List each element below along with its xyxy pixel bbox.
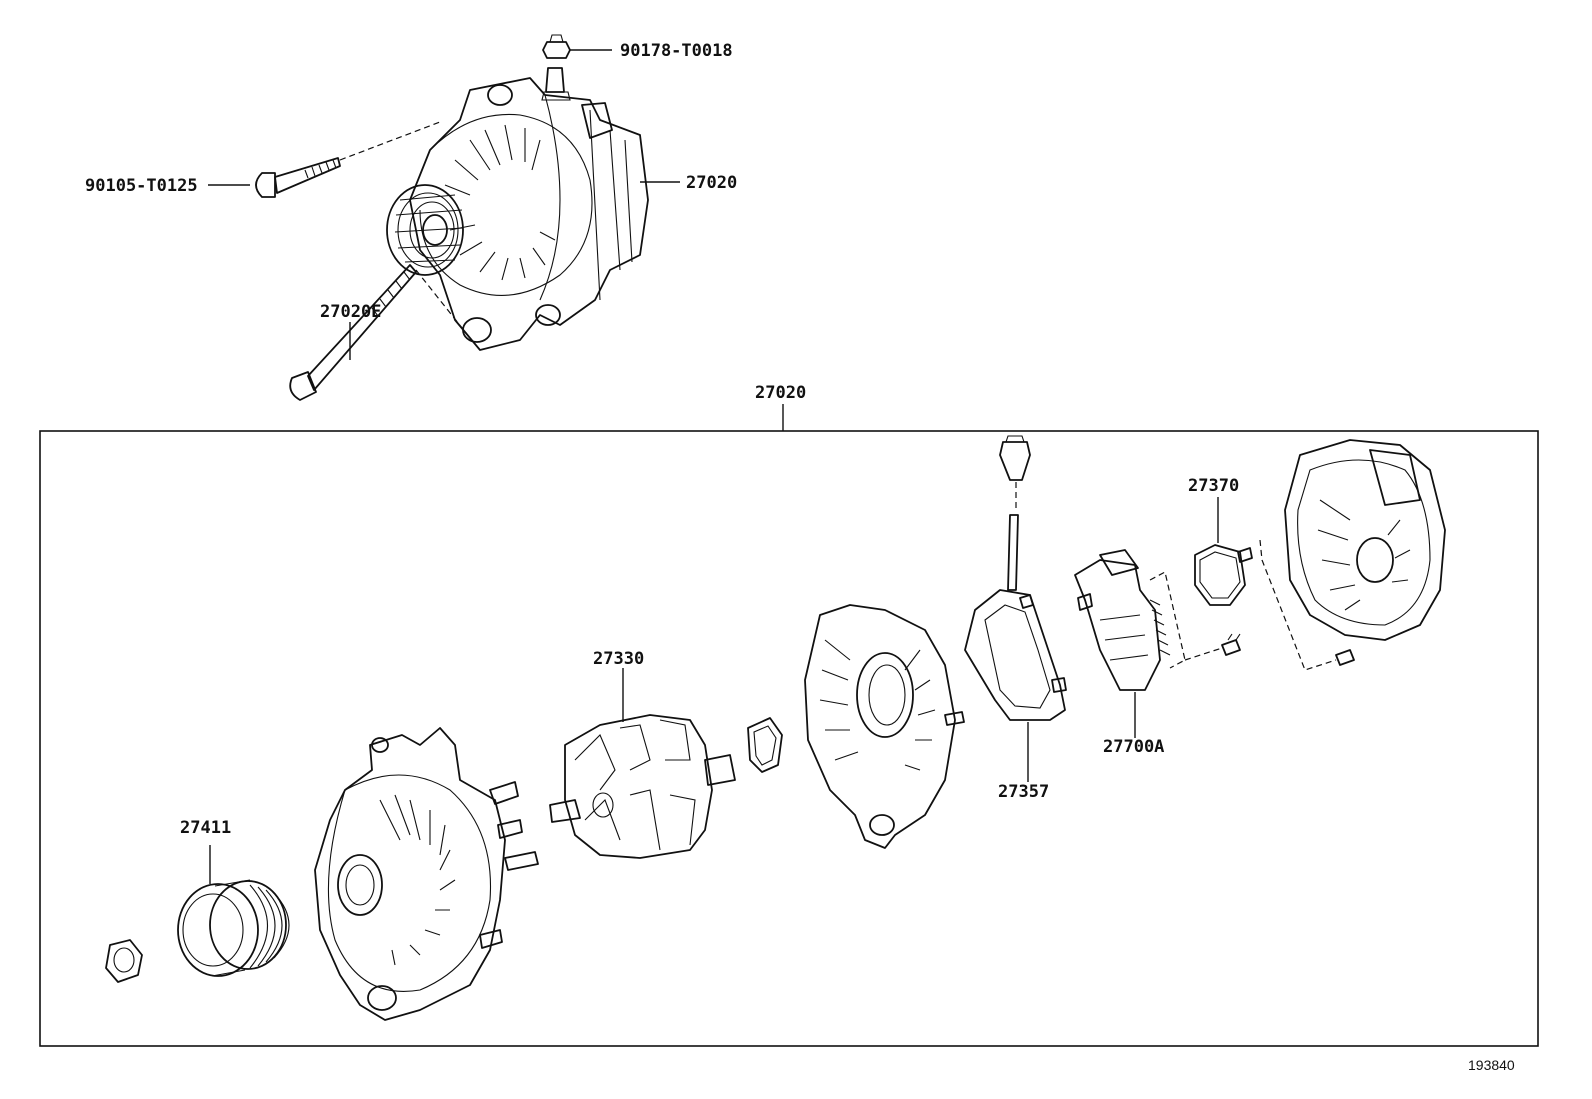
rear-cover-part: [1284, 439, 1446, 641]
long-bolt-part: [255, 157, 341, 198]
label-rectifier: 27357: [998, 782, 1049, 802]
lower-bolt-part: [289, 264, 417, 401]
label-assy-group: 27020: [755, 383, 806, 403]
label-regulator: 27700A: [1103, 737, 1164, 757]
alternator-assembly-drawing: [386, 67, 649, 351]
bearing-ring-part: [747, 717, 783, 773]
label-alternator-assy: 27020: [686, 173, 737, 193]
label-nut-top: 90178-T0018: [620, 41, 733, 61]
label-brush-holder: 27370: [1188, 476, 1239, 496]
reference-number: 193840: [1468, 1057, 1515, 1073]
label-rotor: 27330: [593, 649, 644, 669]
terminal-insulator-part: [999, 435, 1031, 481]
drive-end-frame-part: [314, 727, 539, 1021]
label-pulley: 27411: [180, 818, 231, 838]
brush-holder-part: [1194, 544, 1253, 606]
pulley-part: [177, 879, 290, 977]
rectifier-part: [964, 514, 1067, 721]
nut-top-part: [542, 34, 571, 59]
label-long-bolt: 90105-T0125: [85, 176, 198, 196]
regulator-part: [1074, 549, 1171, 691]
exploded-view-frame: [39, 430, 1539, 1047]
rotor-part: [549, 714, 736, 859]
label-lower-bolt: 27020E: [320, 302, 381, 322]
rectifier-end-frame-part: [804, 604, 965, 849]
pulley-nut-part: [105, 939, 143, 983]
screw-part: [1221, 633, 1355, 666]
